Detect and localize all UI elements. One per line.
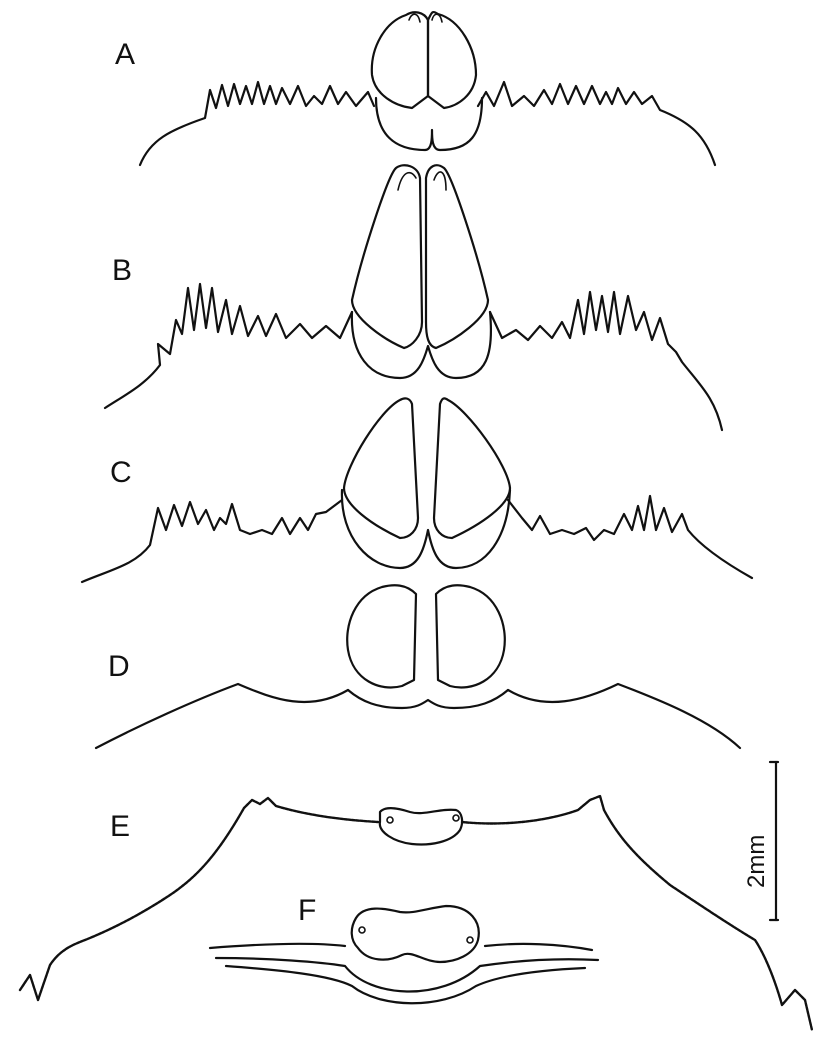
panel-a-right-lobe [428,12,476,108]
panel-d: D [96,585,740,748]
panel-d-base [348,690,508,708]
panel-f-lower-arc [226,966,585,1003]
panel-label-a: A [115,38,135,71]
panel-e-dot-right [453,815,459,821]
panel-c: C [82,398,752,582]
panel-c-base [342,490,510,568]
panel-b-margin [105,284,722,430]
panel-label-b: B [112,254,132,287]
panel-f-dot-left [359,927,365,933]
panel-a-base [376,98,482,150]
panel-e-outline [20,796,812,1030]
panel-c-left-lobe [344,398,418,538]
panel-c-right-lobe [434,398,510,538]
scale-bar: 2mm [743,762,778,920]
panel-f: F [210,894,598,1003]
panel-b: B [105,165,722,430]
panel-d-margin [96,684,740,748]
panel-a-left-lobe [372,12,428,108]
scale-bar-label: 2mm [743,835,770,888]
panel-label-e: E [110,810,130,843]
panel-b-left-lobe [352,165,422,348]
panel-b-tip-left [398,173,416,190]
panel-f-outer [210,944,592,950]
panel-label-c: C [110,456,132,489]
panel-e: E [20,796,812,1030]
panel-f-inner-band [216,958,598,992]
panel-f-dot-right [467,937,473,943]
panel-label-d: D [108,650,130,683]
panel-b-right-lobe [426,165,488,348]
panel-e-dot-left [387,817,393,823]
panel-a-tooth-left [409,14,420,22]
panel-b-tip-right [434,172,446,190]
panel-f-plate [352,906,479,962]
panel-a: A [115,12,715,165]
panel-d-left-lobe [347,585,416,687]
panel-d-right-lobe [436,585,505,687]
panel-e-plate [380,808,462,844]
panel-label-f: F [298,894,316,927]
